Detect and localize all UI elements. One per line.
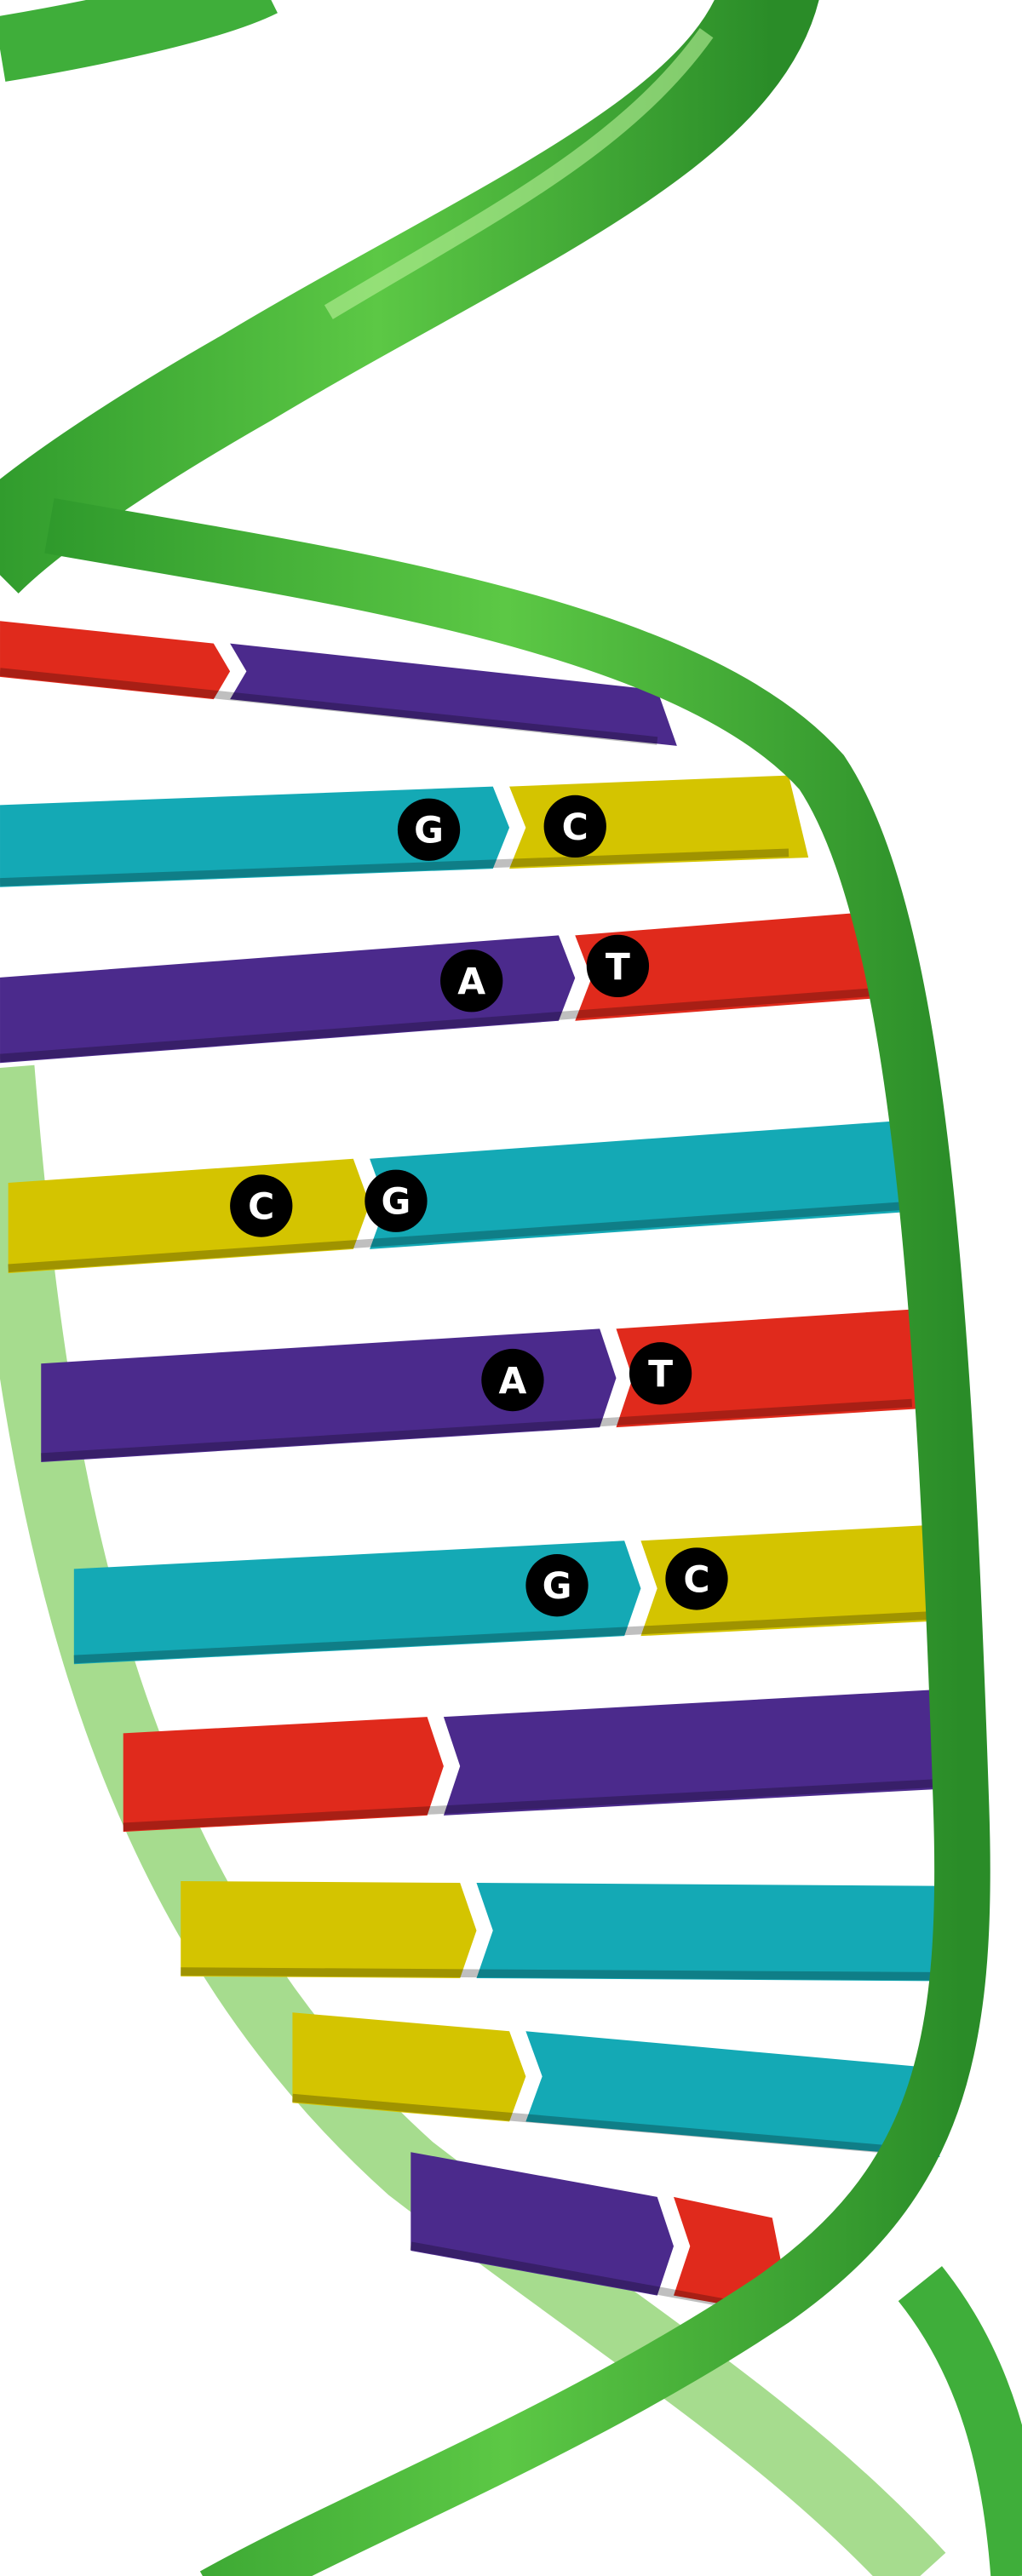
base-label-g3: G [525, 1554, 589, 1617]
backbone-main-strand [44, 498, 990, 2576]
base-letter: C [562, 807, 589, 849]
base-label-c2: C [230, 1174, 293, 1237]
base-label-t1: T [586, 934, 650, 998]
rung-2-shadow [0, 988, 871, 1063]
rung-1-shadow [0, 848, 789, 886]
base-labels: G C A T C G A T G C [230, 795, 728, 1617]
rung-5-shadow [73, 1610, 940, 1664]
base-letter: G [414, 811, 444, 852]
base-letter: G [382, 1182, 411, 1224]
rung-1-left-base [0, 786, 510, 887]
base-letter: T [606, 947, 630, 989]
rung-0-left-base [0, 621, 231, 700]
rung-7-left-base [181, 1880, 477, 1978]
rung-2-right-base [575, 911, 891, 1021]
rung-4-right-base [616, 1309, 932, 1428]
base-label-g2: G [365, 1169, 428, 1232]
rung-7-shadow [181, 1967, 950, 1981]
rung-4-shadow [40, 1398, 913, 1462]
rung-6-right-base [443, 1689, 970, 1816]
rung-6-left-base [123, 1717, 444, 1833]
base-label-g1: G [397, 798, 461, 861]
rung-5-right-base [640, 1524, 960, 1637]
rung-8-left-base [292, 2012, 526, 2122]
base-letter: A [499, 1361, 527, 1403]
base-letter: G [543, 1566, 572, 1608]
rung-8-right-base [525, 2031, 940, 2158]
backbone-top-strand-highlight [324, 27, 714, 319]
base-letter: C [248, 1186, 274, 1228]
rung-3-shadow [8, 1202, 904, 1273]
backbone-bottom-right-strand [898, 2266, 1022, 2576]
backbone-top-left-strand [0, 0, 278, 82]
rung-0-shadow [0, 668, 658, 745]
rung-6-shadow [123, 1778, 950, 1832]
rung-3-right-base [370, 1120, 924, 1249]
rung-7-right-base [476, 1883, 970, 1982]
base-label-a2: A [481, 1348, 544, 1412]
base-letter: A [457, 961, 485, 1003]
base-label-c1: C [543, 795, 606, 858]
base-letter: C [683, 1559, 709, 1601]
base-pair-rungs [0, 621, 970, 2317]
rung-4-left-base [41, 1328, 617, 1462]
rung-9-shadow [410, 2241, 773, 2316]
rung-8-shadow [292, 2093, 921, 2157]
base-label-c3: C [665, 1547, 728, 1610]
rung-2-left-base [0, 935, 576, 1064]
rung-0-right-base [230, 643, 677, 746]
base-letter: T [648, 1354, 673, 1396]
rung-9-left-base [411, 2152, 674, 2296]
backbone-top-strand [0, 0, 819, 594]
base-label-t2: T [629, 1342, 692, 1405]
rung-5-left-base [73, 1540, 641, 1665]
base-label-a1: A [440, 950, 503, 1013]
